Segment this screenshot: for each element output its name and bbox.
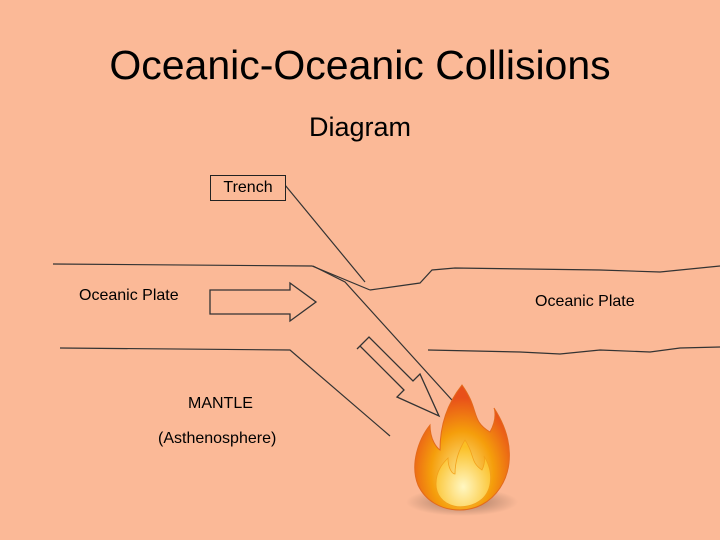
diagram-subtitle: Diagram — [308, 112, 412, 142]
subducting-slab-line — [312, 265, 471, 421]
mantle-label: MANTLE — [188, 395, 253, 412]
oceanic-plate-right-label: Oceanic Plate — [535, 293, 635, 310]
plate-bottom-line-right — [427, 346, 720, 355]
fire-icon — [406, 384, 518, 516]
trench-label: Trench — [210, 175, 286, 201]
oceanic-plate-left-label: Oceanic Plate — [79, 287, 179, 304]
plate-bottom-line-left — [59, 347, 391, 437]
plate-motion-arrow — [209, 281, 318, 323]
trench-pointer-line — [284, 184, 366, 283]
asthenosphere-label: (Asthenosphere) — [158, 430, 277, 447]
subduction-arrow — [356, 336, 441, 418]
plate-top-line-left — [52, 263, 371, 291]
plate-top-line-right — [369, 265, 720, 291]
diagram-title: Oceanic-Oceanic Collisions — [109, 42, 611, 88]
